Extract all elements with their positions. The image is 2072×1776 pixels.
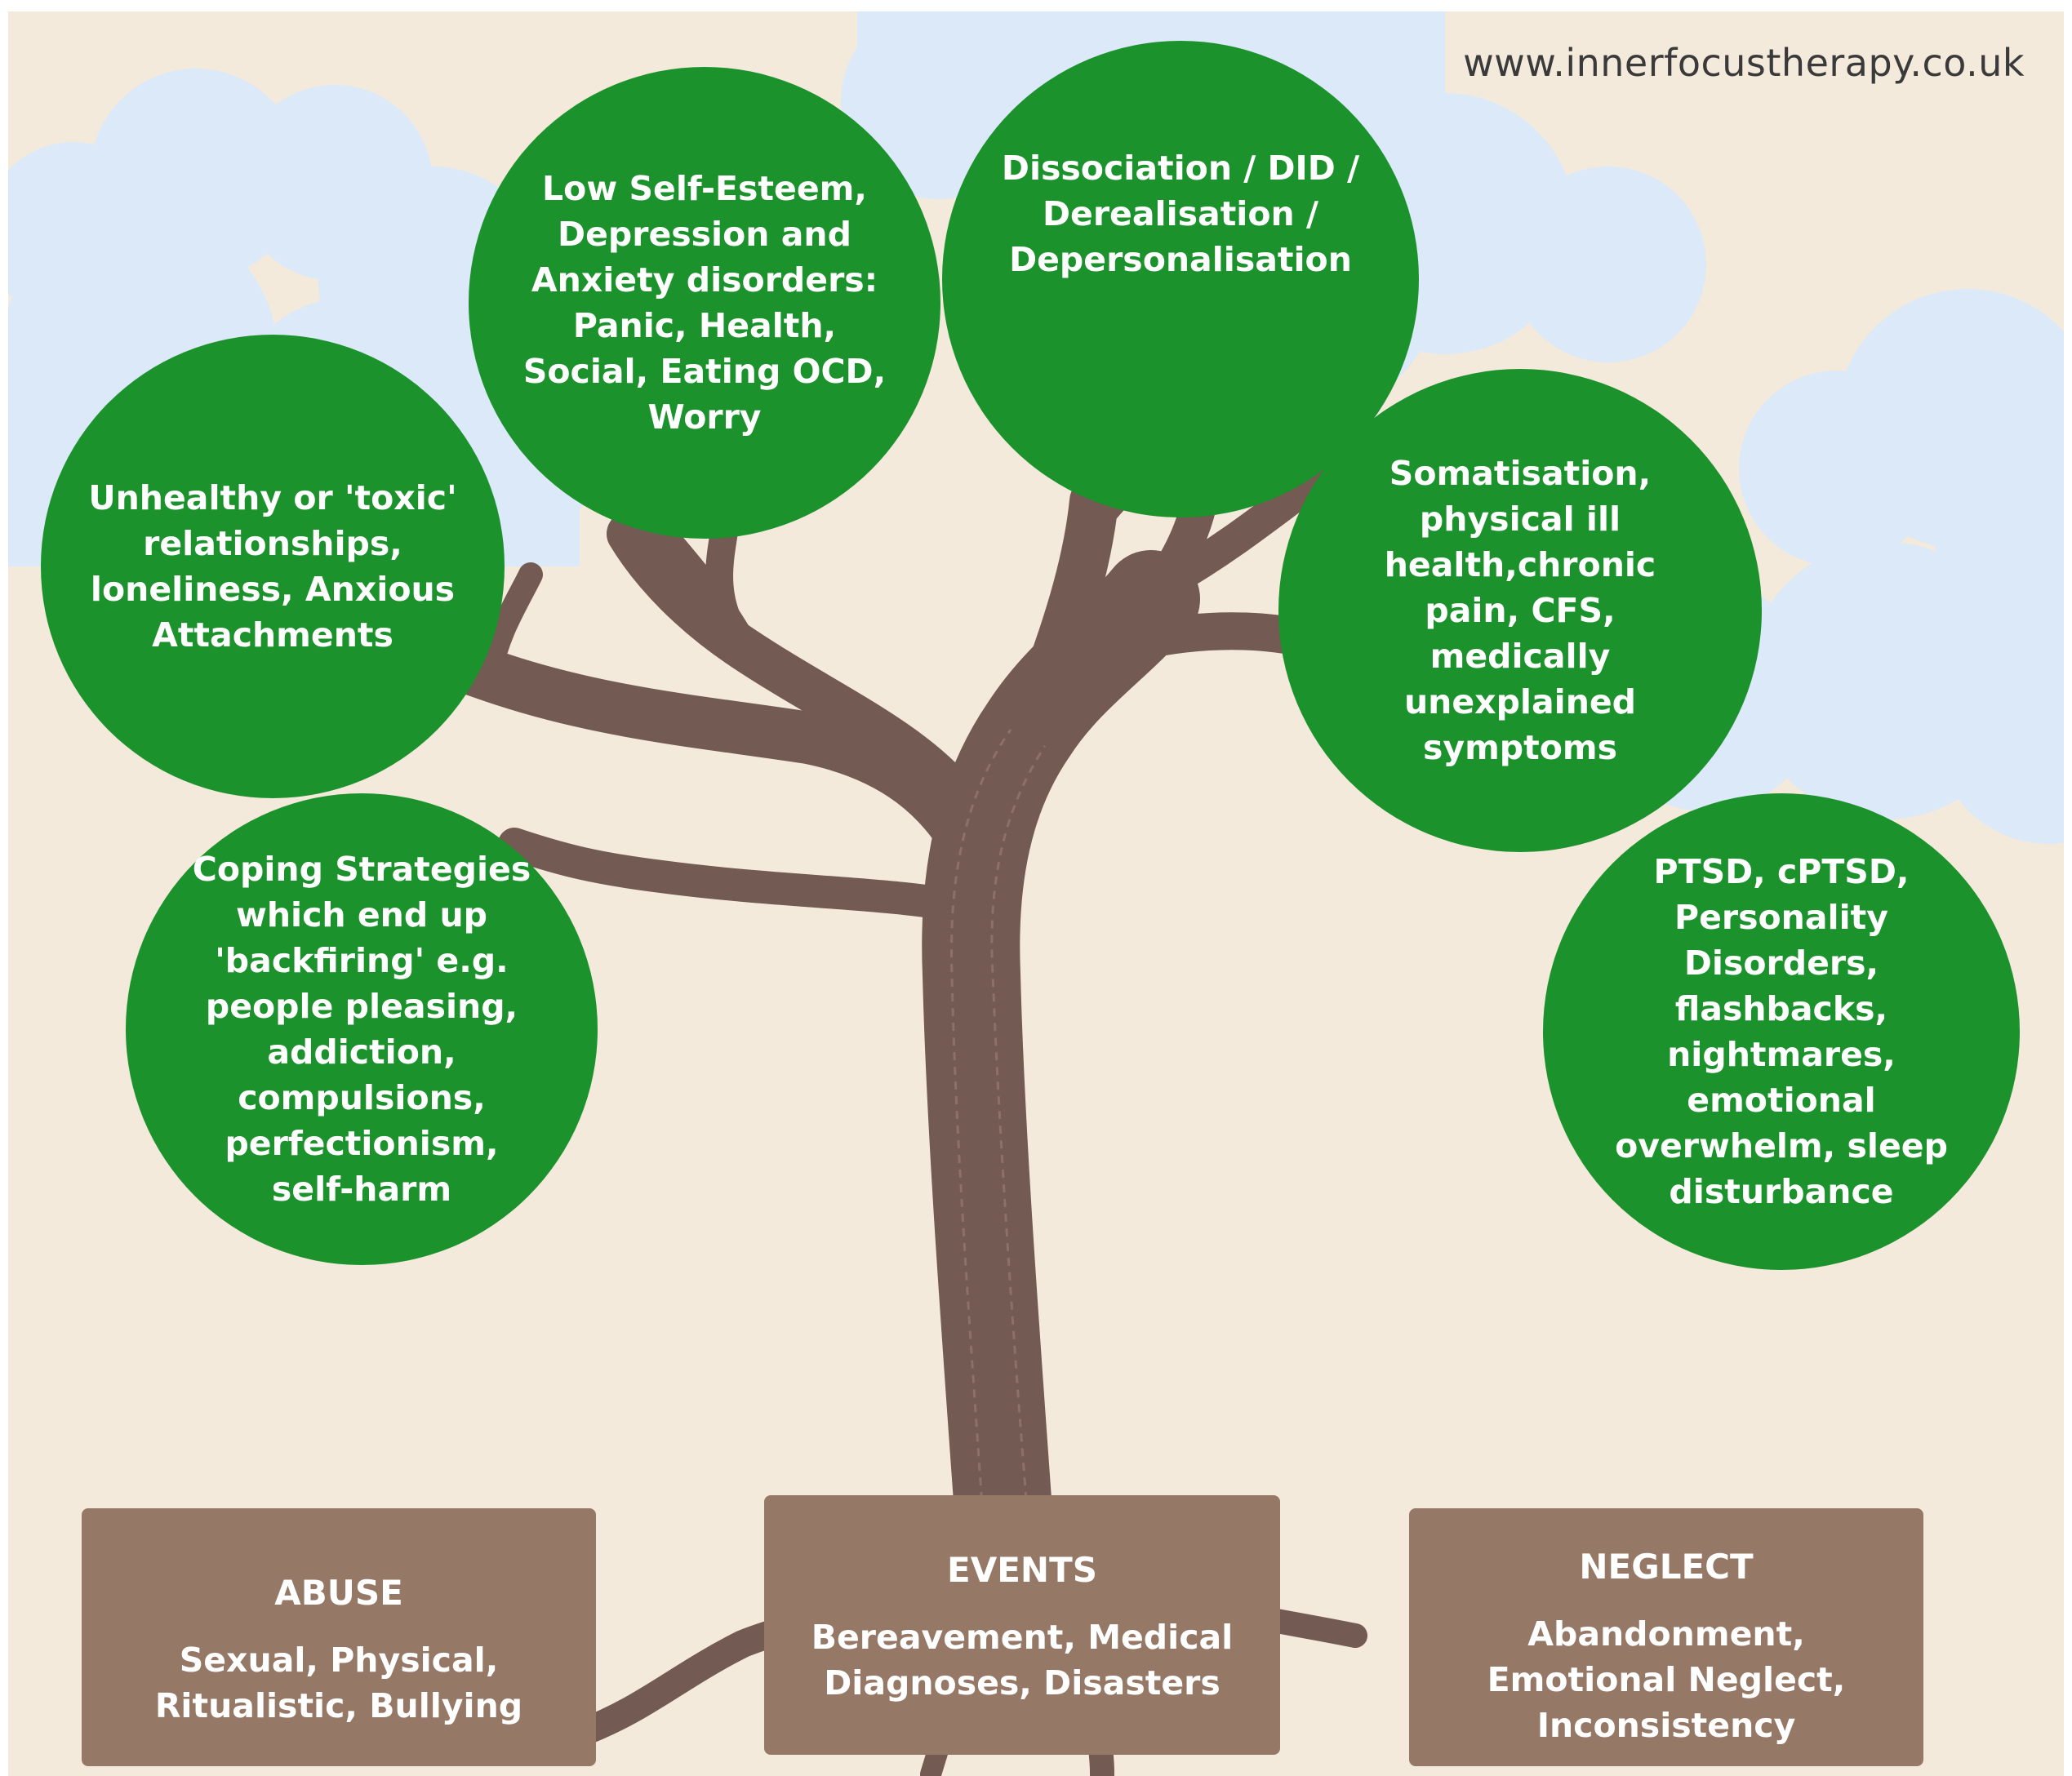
root-body-abuse: Sexual, Physical, Ritualistic, Bullying xyxy=(154,1641,523,1725)
branch-circle-self-esteem: Low Self-Esteem, Depression and Anxiety … xyxy=(469,67,940,539)
branch-text-ptsd: PTSD, cPTSD, Personality Disorders, flas… xyxy=(1615,852,1948,1211)
root-body-neglect: Abandonment, Emotional Neglect, Inconsis… xyxy=(1487,1614,1846,1745)
branch-circle-relationships: Unhealthy or 'toxic' relationships, lone… xyxy=(41,335,505,798)
website-url[interactable]: www.innerfocustherapy.co.uk xyxy=(1463,41,2025,85)
root-title-abuse: ABUSE xyxy=(274,1573,403,1613)
branch-text-somatisation: Somatisation, physical ill health,chroni… xyxy=(1384,454,1656,767)
branch-text-relationships: Unhealthy or 'toxic' relationships, lone… xyxy=(88,478,457,655)
diagram-frame: www.innerfocustherapy.co.uk Unhealthy or… xyxy=(8,11,2064,1776)
branch-text-dissociation: Dissociation / DID / Derealisation / Dep… xyxy=(1001,149,1360,279)
root-box-neglect: NEGLECT Abandonment, Emotional Neglect, … xyxy=(1409,1508,1923,1766)
branch-text-self-esteem: Low Self-Esteem, Depression and Anxiety … xyxy=(522,169,887,437)
root-box-abuse: ABUSE Sexual, Physical, Ritualistic, Bul… xyxy=(82,1508,596,1766)
root-title-neglect: NEGLECT xyxy=(1579,1547,1754,1587)
branch-circle-dissociation: Dissociation / DID / Derealisation / Dep… xyxy=(942,41,1419,517)
trunk-highlight xyxy=(950,729,1047,1530)
branch-circle-ptsd: PTSD, cPTSD, Personality Disorders, flas… xyxy=(1543,793,2020,1270)
root-body-events: Bereavement, Medical Diagnoses, Disaster… xyxy=(811,1618,1234,1703)
root-box-events: EVENTS Bereavement, Medical Diagnoses, D… xyxy=(764,1495,1280,1755)
root-title-events: EVENTS xyxy=(947,1550,1097,1590)
branch-circle-coping: Coping Strategies which end up 'backfiri… xyxy=(126,793,598,1265)
branch-circle-somatisation: Somatisation, physical ill health,chroni… xyxy=(1278,369,1762,852)
branch-text-coping: Coping Strategies which end up 'backfiri… xyxy=(192,850,531,1209)
